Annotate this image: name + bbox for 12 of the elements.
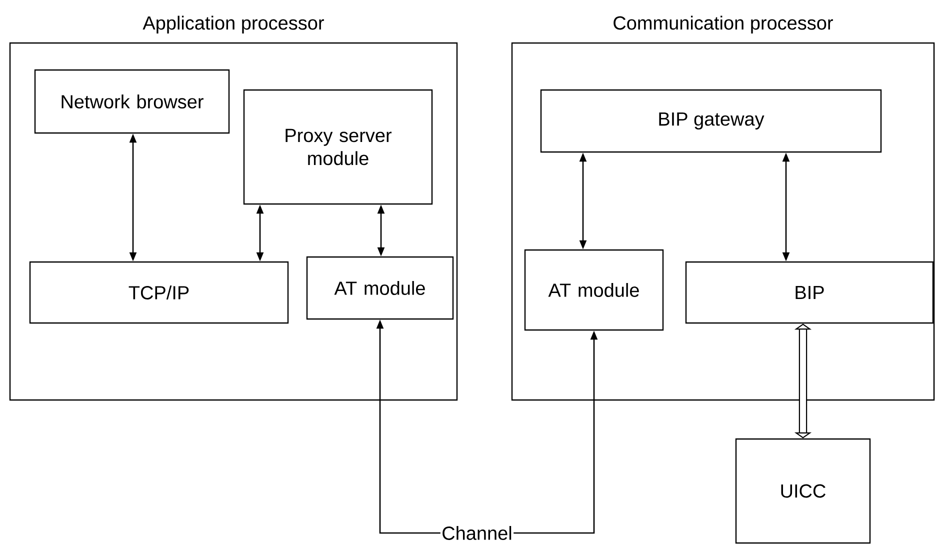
module-box: Network browser bbox=[34, 69, 230, 134]
module-box: TCP/IP bbox=[29, 261, 289, 324]
module-box: BIP gateway bbox=[540, 89, 882, 153]
node-label: Communication processor bbox=[614, 16, 833, 34]
channel-label: Channel bbox=[442, 526, 512, 540]
module-box: BIP bbox=[685, 261, 934, 324]
node-label: Application processor bbox=[142, 16, 324, 34]
module-box: Proxy server module bbox=[243, 89, 433, 205]
module-box: AT module bbox=[524, 249, 664, 331]
module-box: UICC bbox=[735, 438, 871, 544]
module-box: AT module bbox=[306, 256, 454, 320]
arrow bbox=[794, 324, 812, 438]
